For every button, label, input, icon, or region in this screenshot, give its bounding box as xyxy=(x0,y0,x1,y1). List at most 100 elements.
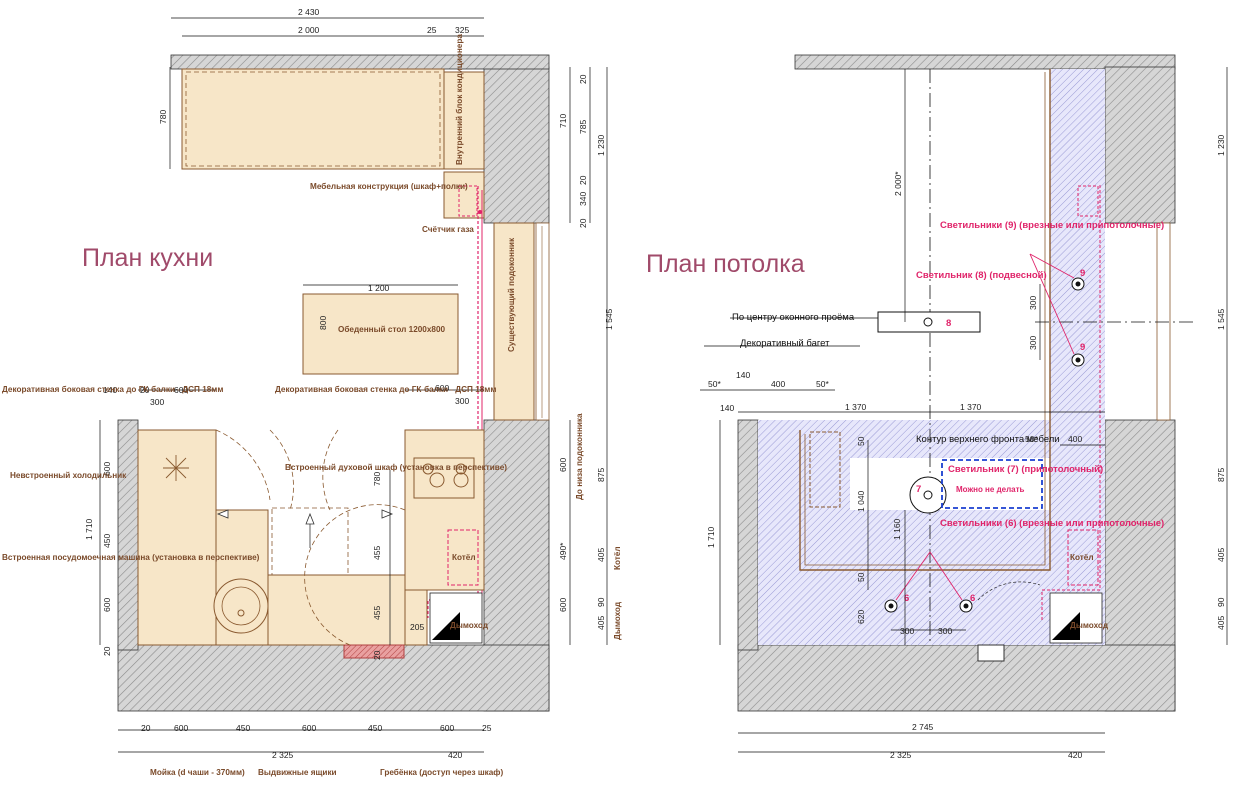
label-window-sill-height: До низа подоконника xyxy=(575,413,584,500)
ceiling-wall-left xyxy=(737,419,759,651)
left-counter xyxy=(137,429,217,646)
right-counter-bottom xyxy=(404,589,428,646)
dim-r-20b: 20 xyxy=(578,175,588,185)
dim-r-1545: 1 545 xyxy=(604,308,614,330)
ac-block xyxy=(443,71,485,170)
label-lights6: Светильники (6) (врезные или припотолочн… xyxy=(940,518,1164,529)
c-dim-300d: 300 xyxy=(938,626,952,636)
gas-meter-point xyxy=(478,210,482,214)
ceiling-gas-pipe xyxy=(1041,185,1101,620)
label-chimney-side: Дымоход xyxy=(613,601,622,640)
dim-m-20: 20 xyxy=(372,650,382,660)
c-dim-405a: 405 xyxy=(1216,548,1226,562)
label-deco-right: Декоративная боковая стенка до ГК-балки … xyxy=(275,384,496,394)
door-arc-3 xyxy=(215,429,271,501)
right-counter xyxy=(404,429,485,591)
door-arc-4 xyxy=(304,504,406,646)
ceiling-plan: 8 9 9 7 6 6 xyxy=(646,54,1228,760)
ceiling-title: План потолка xyxy=(646,250,805,278)
dim-25: 25 xyxy=(427,25,437,35)
c-dim-300a: 300 xyxy=(1028,296,1038,310)
window-sill xyxy=(493,222,535,421)
label-lights9: Светильники (9) (врезные или припотолочн… xyxy=(940,220,1164,231)
ceiling-beam-bottom xyxy=(800,585,1020,645)
label-washer: Встроенная посудомоечная машина (установ… xyxy=(2,553,260,562)
oven-arrowhead xyxy=(305,512,315,525)
dim-r-600a: 600 xyxy=(558,458,568,472)
dim-l-140: 140 xyxy=(103,385,117,395)
c-dim-405b: 405 xyxy=(1216,616,1226,630)
fridge-symbol xyxy=(163,455,189,481)
ceiling-chimney-fill xyxy=(1052,612,1080,640)
c-dim-1545: 1 545 xyxy=(1216,308,1226,330)
dim-m-205: 205 xyxy=(410,622,424,632)
label-boiler: Котёл xyxy=(452,553,476,562)
label-fridge: Невстроенный холодильник xyxy=(10,471,127,480)
c-dim-620: 620 xyxy=(856,610,866,624)
light-7-center xyxy=(923,490,933,500)
dim-2000: 2 000 xyxy=(298,25,320,35)
light-8-point xyxy=(923,317,933,327)
dim-r-20a: 20 xyxy=(578,74,588,84)
leader-lines xyxy=(895,253,1075,601)
pendant-light-8 xyxy=(877,311,981,333)
c-dim-300b: 300 xyxy=(1028,336,1038,350)
label-light7: Светильник (7) (припотолочный) xyxy=(948,464,1103,475)
dim-l-1710: 1 710 xyxy=(84,518,94,540)
dim-r-1230: 1 230 xyxy=(596,134,606,156)
dim-b-2325: 2 325 xyxy=(272,750,294,760)
dim-m-300: 300 xyxy=(455,396,469,406)
door-arc-1 xyxy=(269,429,294,511)
dim-m-455b: 455 xyxy=(372,606,382,620)
drawer-cabinet xyxy=(267,574,409,646)
dim-b-600b: 600 xyxy=(302,723,316,733)
ceiling-wall-right-top xyxy=(1104,66,1176,224)
light-6-left-dot xyxy=(888,603,894,609)
dim-r-90: 90 xyxy=(596,597,606,607)
mark-6-a: 6 xyxy=(904,593,909,604)
kitchen-title: План кухни xyxy=(82,244,213,272)
dim-r-405a: 405 xyxy=(596,548,606,562)
dim-r-875: 875 xyxy=(596,468,606,482)
label-gas-meter: Счётчик газа xyxy=(422,225,474,234)
chimney-fill xyxy=(432,612,460,640)
label-oven: Встроенный духовой шкаф (установка в пер… xyxy=(285,463,507,472)
gas-meter-outline xyxy=(458,185,478,217)
arrow-right xyxy=(381,509,394,519)
light-9-top-dot xyxy=(1075,281,1081,287)
mark-9-a: 9 xyxy=(1080,268,1085,279)
ceiling-wall-bottom xyxy=(737,644,1176,712)
kitchen-window xyxy=(535,222,550,421)
light-6-right-dot xyxy=(963,603,969,609)
c-dim-1370a: 1 370 xyxy=(845,402,867,412)
label-contour: Контур верхнего фронта мебели xyxy=(916,434,1060,445)
dim-b-600a: 600 xyxy=(174,723,188,733)
dim-325: 325 xyxy=(455,25,469,35)
label-table: Обеденный стол 1200х800 xyxy=(338,324,446,334)
c-dim-140b: 140 xyxy=(720,403,734,413)
dim-b-20a: 20 xyxy=(141,723,151,733)
ceiling-meter xyxy=(1077,185,1099,217)
kitchen-wall-bottom xyxy=(117,644,550,712)
label-ceiling-boiler: Котёл xyxy=(1070,553,1094,562)
dim-b-600c: 600 xyxy=(440,723,454,733)
c-dim-2325: 2 325 xyxy=(890,750,912,760)
label-light8: Светильник (8) (подвесной) xyxy=(916,270,1047,281)
c-dim-90: 90 xyxy=(1216,597,1226,607)
c-dim-420: 420 xyxy=(1068,750,1082,760)
c-dim-50d: 50* xyxy=(1025,434,1038,444)
dim-1200: 1 200 xyxy=(368,283,390,293)
sink-inner xyxy=(221,586,261,626)
dim-r-20c: 20 xyxy=(578,218,588,228)
label-comb: Гребёнка (доступ через шкаф) xyxy=(380,767,503,777)
ceiling-beam xyxy=(800,69,1105,645)
ceiling-wall-top xyxy=(794,54,1176,70)
ceiling-beam-top xyxy=(758,420,1105,458)
dim-b-420: 420 xyxy=(448,750,462,760)
dim-800: 800 xyxy=(318,316,328,330)
dim-l-600a: 600 xyxy=(102,462,112,476)
ceiling-arc xyxy=(977,581,1041,601)
gas-pipe xyxy=(427,186,479,618)
c-dim-400b: 400 xyxy=(1068,434,1082,444)
